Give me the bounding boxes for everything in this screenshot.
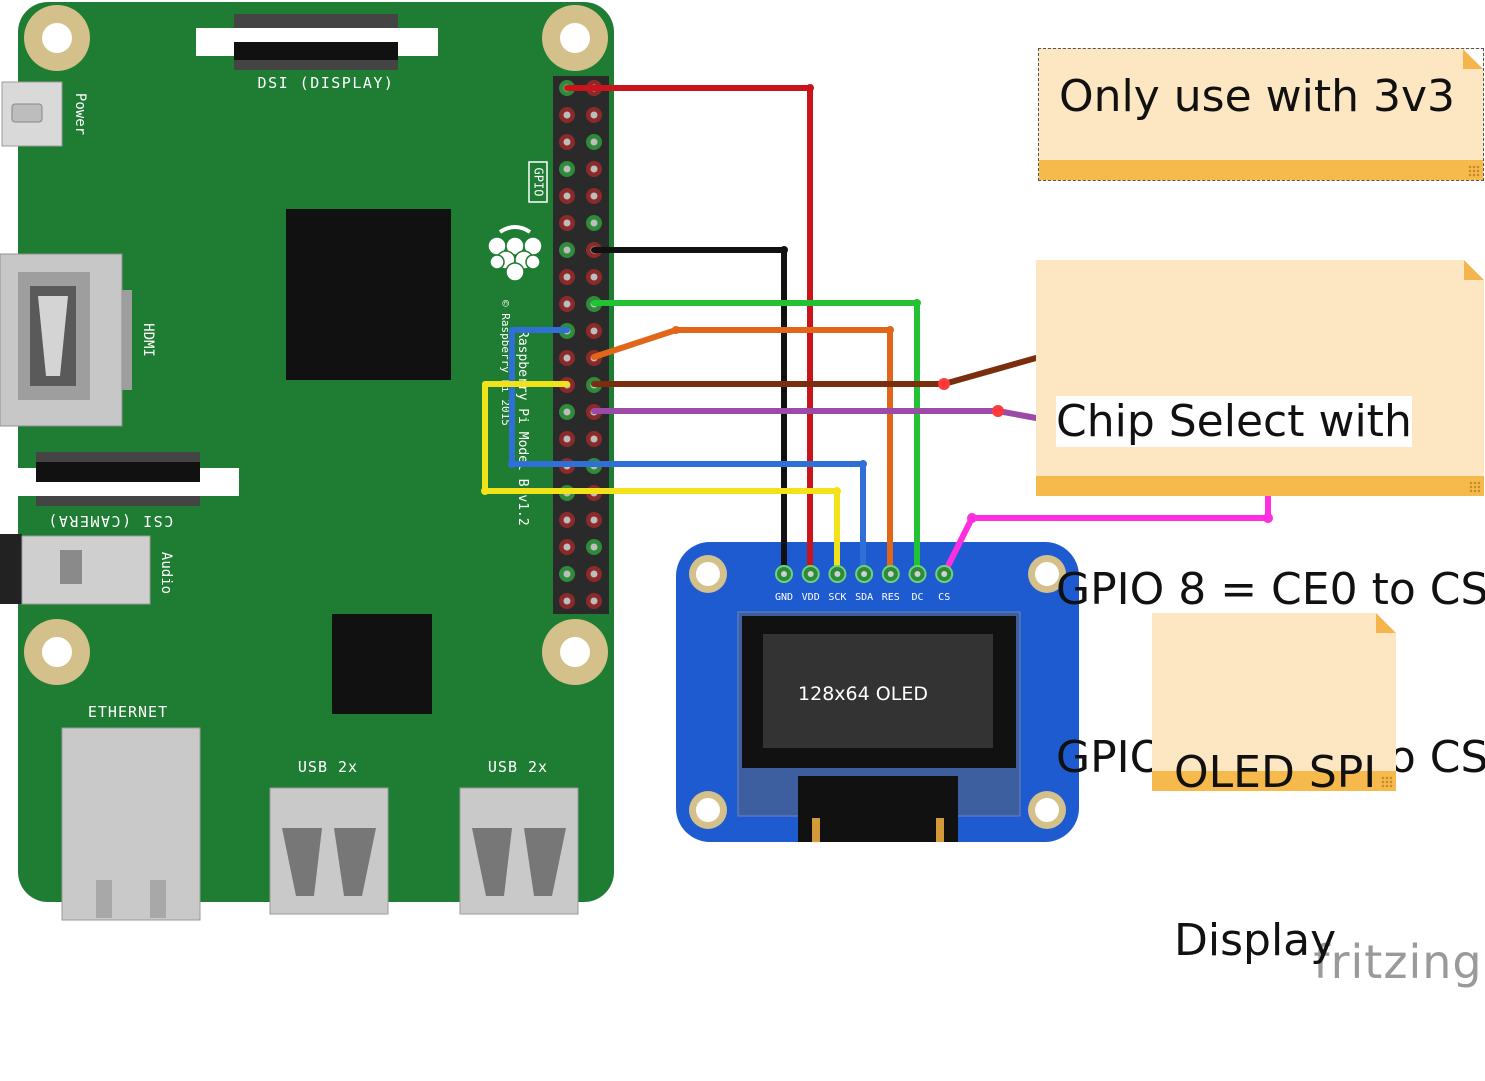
dsi-label: DSI (DISPLAY) bbox=[258, 74, 395, 92]
usb-label-2: USB 2x bbox=[488, 758, 548, 776]
gpio-pin-hole bbox=[590, 165, 598, 173]
note-chip-select: Chip Select with GPIO 8 = CE0 to CS GPIO… bbox=[1036, 260, 1485, 783]
gpio-pin-hole bbox=[590, 570, 598, 578]
gpio-pin-hole bbox=[563, 246, 571, 254]
gpio-pin-hole bbox=[590, 597, 598, 605]
dsi-connector: DSI (DISPLAY) bbox=[196, 14, 438, 92]
gpio-label: GPIO bbox=[532, 168, 546, 197]
gpio-pin-hole bbox=[563, 408, 571, 416]
note-display-line1: OLED SPI bbox=[1174, 747, 1377, 798]
oled-pin-label: CS bbox=[938, 592, 950, 603]
fritzing-watermark: fritzing bbox=[1313, 935, 1482, 989]
oled-pin-label: VDD bbox=[802, 592, 820, 603]
oled-pin-hole bbox=[807, 571, 814, 577]
wires bbox=[481, 84, 1273, 577]
gpio-label-box: GPIO bbox=[528, 161, 548, 203]
gpio-pin-hole bbox=[563, 165, 571, 173]
gpio-pin-hole bbox=[590, 273, 598, 281]
hdmi-label: HDMI bbox=[140, 323, 156, 357]
oled-screen bbox=[763, 634, 993, 748]
gpio-pin-hole bbox=[563, 300, 571, 308]
audio-jack: Audio bbox=[0, 534, 174, 605]
power-connector: Power bbox=[1, 81, 88, 147]
hdmi-connector: HDMI bbox=[0, 253, 156, 427]
wire-brown-ce0 bbox=[591, 355, 1039, 387]
gpio-pin-hole bbox=[590, 516, 598, 524]
gpio-pin-hole bbox=[590, 111, 598, 119]
gpio-pin-hole bbox=[563, 543, 571, 551]
wire-bend-dots bbox=[481, 84, 1273, 523]
oled-pin-label: DC bbox=[911, 592, 923, 603]
note-chip-select-line1: Chip Select with bbox=[1056, 396, 1412, 447]
oled-pin-label: SDA bbox=[855, 592, 873, 603]
usb-port-2: USB 2x bbox=[459, 758, 579, 915]
csi-label: CSI (CAMERA) bbox=[47, 512, 173, 530]
oled-screen-text: 128x64 OLED bbox=[798, 683, 928, 705]
ethernet-label: ETHERNET bbox=[88, 703, 168, 721]
oled-pin-hole bbox=[941, 571, 948, 577]
gpio-pin-hole bbox=[590, 192, 598, 200]
wire-purple-ce1 bbox=[591, 408, 1039, 421]
note-display: OLED SPI Display bbox=[1152, 613, 1396, 966]
wire-magenta-cs bbox=[941, 493, 1271, 577]
gpio-pin-hole bbox=[563, 516, 571, 524]
oled-pin-hole bbox=[914, 571, 921, 577]
note-voltage: Only use with 3v3 bbox=[1038, 48, 1484, 181]
raspberry-pi-board: DSI (DISPLAY) Power HDMI Raspberry Pi Mo… bbox=[0, 2, 614, 921]
soc-chip bbox=[286, 209, 451, 380]
raspberry-logo-icon bbox=[487, 225, 543, 282]
note-voltage-text: Only use with 3v3 bbox=[1059, 71, 1455, 122]
gpio-pin-hole bbox=[563, 354, 571, 362]
copyright-label: © Raspberry Pi 2015 bbox=[499, 300, 512, 426]
note-display-line2: Display bbox=[1174, 915, 1337, 966]
csi-connector: CSI (CAMERA) bbox=[18, 452, 239, 530]
wiring-diagram: DSI (DISPLAY) Power HDMI Raspberry Pi Mo… bbox=[0, 2, 1482, 989]
oled-pin-row bbox=[775, 565, 954, 583]
oled-pin-label: RES bbox=[882, 592, 900, 603]
oled-pin-hole bbox=[887, 571, 894, 577]
ethernet-port: ETHERNET bbox=[61, 703, 201, 921]
note-chip-select-line2: GPIO 8 = CE0 to CS bbox=[1056, 564, 1485, 615]
gpio-pin-hole bbox=[563, 192, 571, 200]
usb-port-1: USB 2x bbox=[269, 758, 389, 915]
usb-label-1: USB 2x bbox=[298, 758, 358, 776]
lan-chip bbox=[332, 614, 432, 714]
oled-pin-hole bbox=[834, 571, 841, 577]
audio-label: Audio bbox=[158, 552, 174, 594]
gpio-pin-hole bbox=[590, 327, 598, 335]
oled-board: 128x64 OLED GND VDD SCK SDA RES DC CS bbox=[676, 542, 1079, 842]
gpio-pin-hole bbox=[563, 273, 571, 281]
gpio-pin-hole bbox=[563, 219, 571, 227]
gpio-pin-hole bbox=[590, 435, 598, 443]
model-label: Raspberry Pi Model B v1.2 bbox=[515, 330, 530, 526]
gpio-pin-hole bbox=[563, 435, 571, 443]
oled-pin-label: SCK bbox=[828, 592, 846, 603]
wire-orange-res bbox=[591, 327, 893, 577]
oled-pin-hole bbox=[781, 571, 787, 577]
gpio-pin-hole bbox=[563, 138, 571, 146]
power-label: Power bbox=[72, 93, 88, 135]
oled-mounting-holes bbox=[689, 555, 1066, 829]
gpio-pin-hole bbox=[563, 597, 571, 605]
gpio-pin-hole bbox=[590, 219, 598, 227]
oled-pin-hole bbox=[861, 571, 868, 577]
oled-pin-label: GND bbox=[775, 592, 793, 603]
oled-ribbon bbox=[798, 776, 958, 842]
gpio-pin-hole bbox=[563, 570, 571, 578]
mounting-holes bbox=[24, 5, 608, 685]
gpio-header bbox=[553, 76, 609, 614]
note-display-lines: OLED SPI Display bbox=[1174, 633, 1376, 1081]
gpio-pin-hole bbox=[590, 138, 598, 146]
gpio-pin-hole bbox=[590, 543, 598, 551]
gpio-pin-hole bbox=[563, 111, 571, 119]
